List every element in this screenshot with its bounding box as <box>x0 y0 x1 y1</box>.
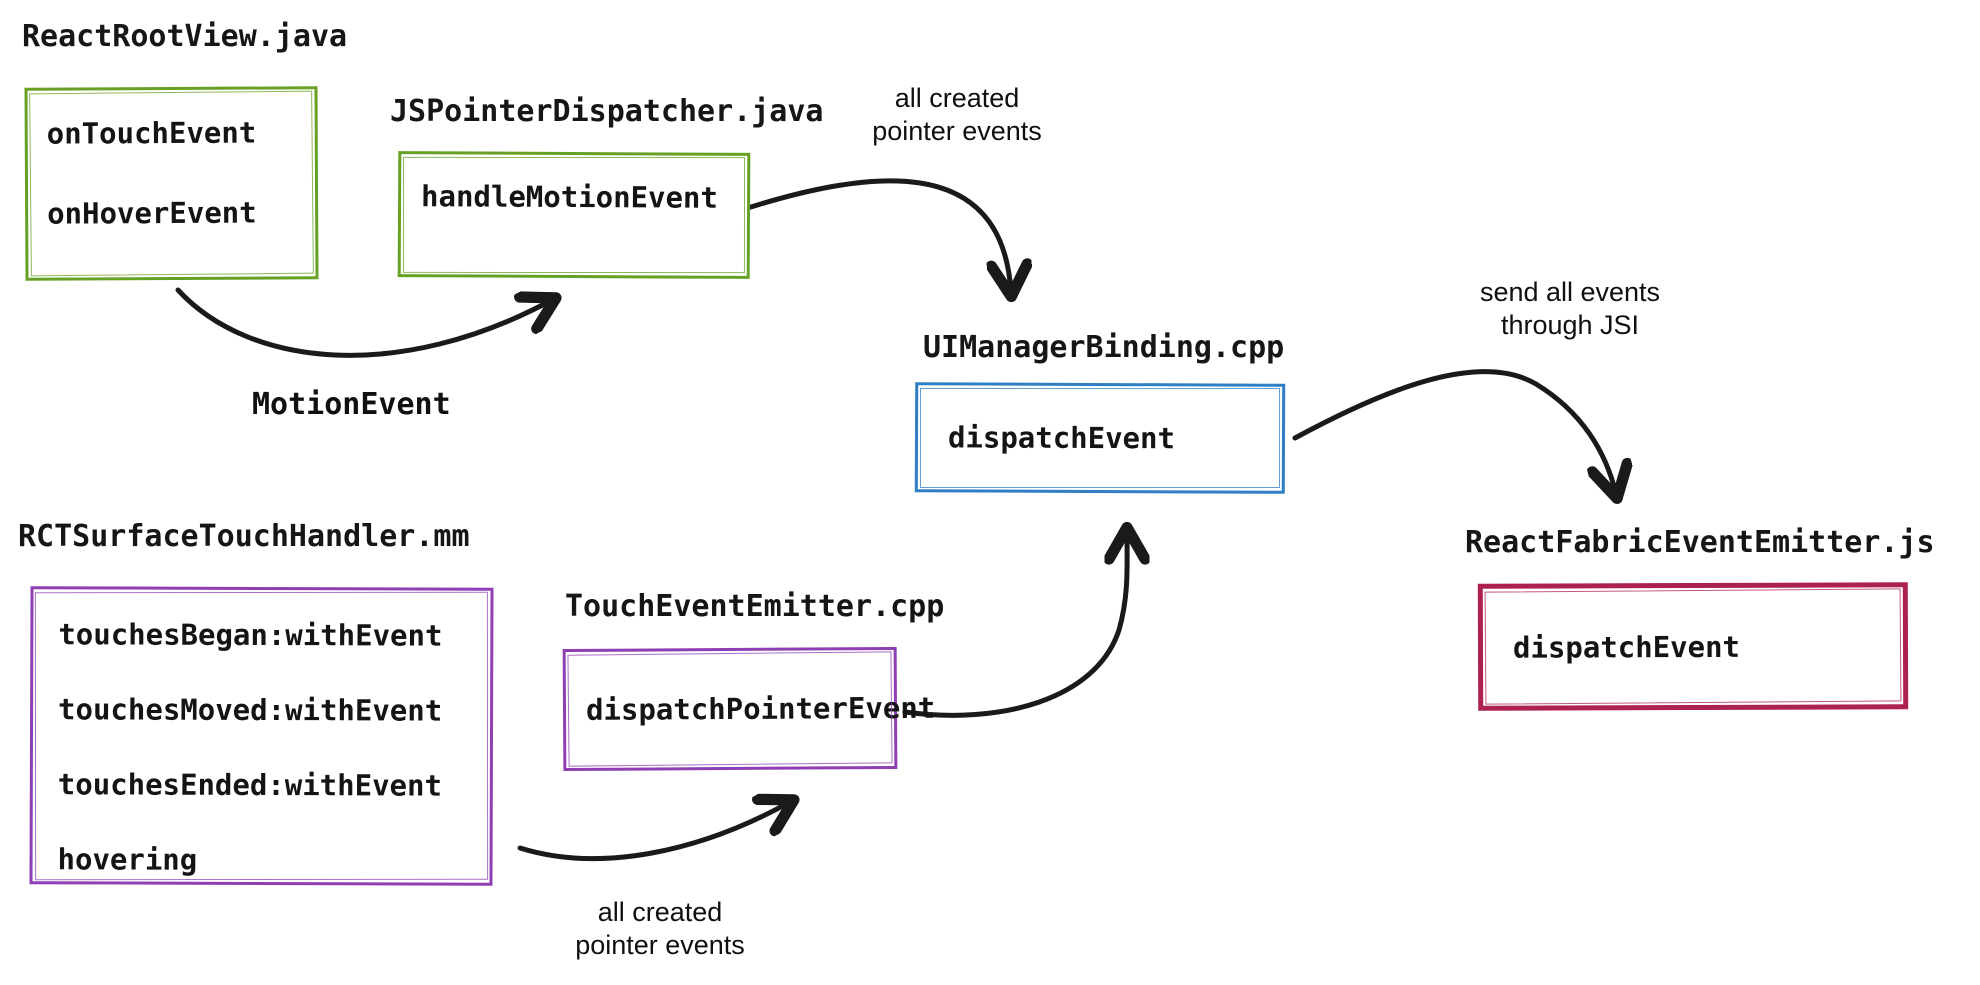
node-rct-surface-touch-handler: touchesBegan:withEvent touchesMoved:with… <box>29 586 494 886</box>
edge-label-line: send all events <box>1479 277 1661 307</box>
edge-label-line: pointer events <box>872 116 1042 146</box>
method-touches-began: touchesBegan:withEvent <box>58 617 443 653</box>
file-title-touch-event-emitter: TouchEventEmitter.cpp <box>565 589 945 624</box>
edge-label-line: all created <box>597 897 723 927</box>
method-dispatch-event-emitter: dispatchEvent <box>1512 629 1741 665</box>
edge-label-motion-event: MotionEvent <box>252 387 451 422</box>
method-dispatch-pointer-event: dispatchPointerEvent <box>585 690 936 727</box>
node-ui-manager-binding: dispatchEvent <box>914 382 1286 494</box>
edge-label-line: all created <box>894 83 1020 113</box>
arrow-ios-pointer-events <box>517 802 790 862</box>
edge-label-line: pointer events <box>575 930 745 960</box>
arrow-send-through-jsi <box>1292 369 1616 494</box>
edge-label-send-through-jsi: send all events through JSI <box>1420 276 1720 342</box>
method-on-touch-event: onTouchEvent <box>46 115 257 151</box>
file-title-react-fabric-event-emitter: ReactFabricEventEmitter.js <box>1465 525 1935 560</box>
method-dispatch-event-binding: dispatchEvent <box>947 420 1176 456</box>
file-title-ui-manager-binding: UIManagerBinding.cpp <box>923 330 1285 365</box>
method-hovering: hovering <box>57 842 198 877</box>
edge-label-android-pointer-events: all created pointer events <box>807 82 1107 148</box>
file-title-rct-surface-touch-handler: RCTSurfaceTouchHandler.mm <box>18 519 470 554</box>
method-touches-ended: touchesEnded:withEvent <box>57 767 442 803</box>
method-handle-motion-event: handleMotionEvent <box>421 179 718 215</box>
edge-label-line: through JSI <box>1500 310 1640 340</box>
edge-label-ios-pointer-events: all created pointer events <box>510 896 810 962</box>
file-title-js-pointer-dispatcher: JSPointerDispatcher.java <box>390 94 824 129</box>
node-touch-event-emitter: dispatchPointerEvent <box>562 646 936 772</box>
arrow-motion-event <box>175 287 552 358</box>
node-js-pointer-dispatcher: handleMotionEvent <box>397 151 751 279</box>
arrow-android-pointer-events <box>732 178 1011 292</box>
node-react-fabric-event-emitter: dispatchEvent <box>1477 582 1909 711</box>
node-react-root-view: onTouchEvent onHoverEvent <box>24 86 319 281</box>
file-title-react-root-view: ReactRootView.java <box>22 19 348 54</box>
method-on-hover-event: onHoverEvent <box>47 195 257 231</box>
method-touches-moved: touchesMoved:withEvent <box>58 692 443 728</box>
